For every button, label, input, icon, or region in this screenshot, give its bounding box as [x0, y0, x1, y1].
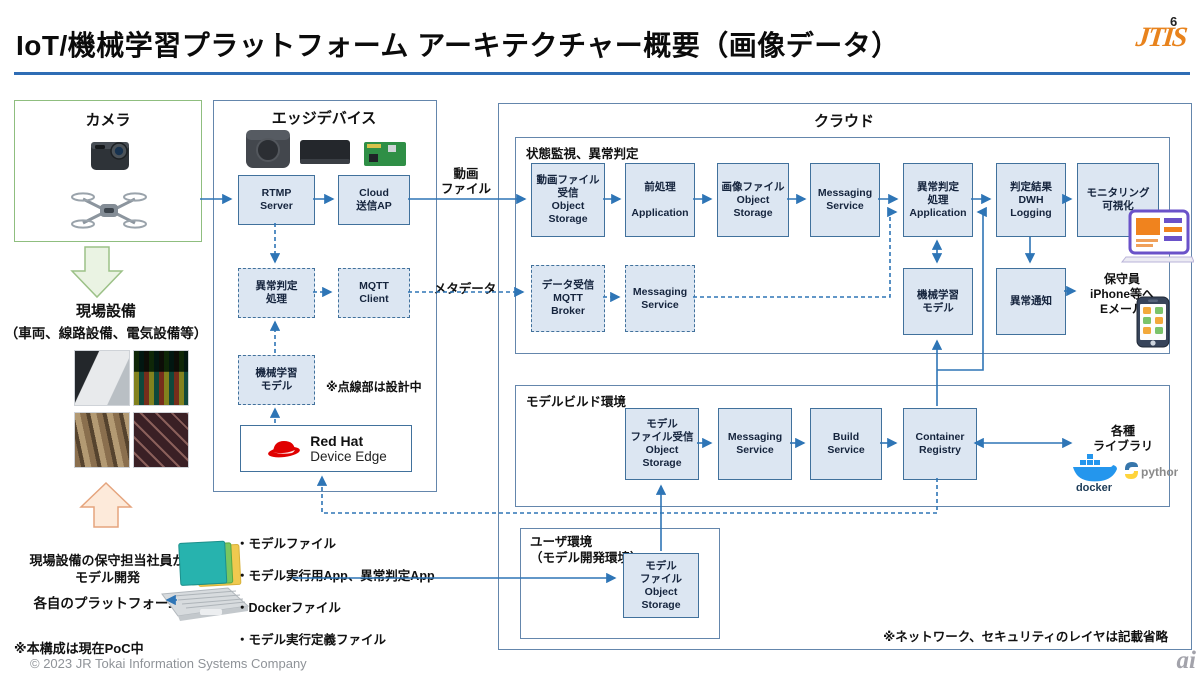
deliverable-item: ・モデル実行定義ファイル	[236, 633, 387, 647]
platform-note: 各自のプラットフォーム	[33, 596, 182, 611]
redhat-logo-icon	[268, 440, 301, 457]
field-title: 現場設備	[75, 303, 136, 320]
container-registry-box: Container Registry	[903, 408, 977, 480]
docker-logo-text: docker	[1076, 482, 1113, 492]
page-title: IoT/機械学習プラットフォーム アーキテクチャー概要（画像データ）	[16, 30, 900, 61]
photo-depot-tracks	[74, 412, 130, 468]
photo-shinkansen	[74, 350, 130, 406]
camera-panel-title: カメラ	[85, 112, 131, 129]
maintenance-phone-icon	[1136, 296, 1170, 348]
model-file-storage-box: モデル ファイル Object Storage	[623, 553, 699, 618]
ai-watermark: ai	[1176, 647, 1196, 674]
build-messaging-box: Messaging Service	[718, 408, 792, 480]
title-underline	[14, 72, 1190, 75]
anomaly-notify-box: 異常通知	[996, 268, 1066, 335]
python-logo-icon: python	[1125, 462, 1178, 479]
mini-pc-device	[300, 140, 350, 164]
edge-device-title: エッジデバイス	[271, 110, 377, 127]
result-dwh-box: 判定結果 DWH Logging	[996, 163, 1066, 237]
field-up-arrow	[79, 481, 133, 528]
dashboard-monitor-icon	[1120, 209, 1194, 263]
user-section	[520, 528, 720, 639]
page-number: 6	[1170, 14, 1178, 29]
video-recv-storage-box: 動画ファイル 受信 Object Storage	[531, 163, 605, 237]
cloud-send-ap-box: Cloud 送信AP	[338, 175, 410, 225]
email-note: 保守員 iPhone等へ Eメール	[1089, 272, 1154, 316]
cloud-title: クラウド	[813, 113, 874, 130]
redhat-product: Device Edge	[310, 448, 387, 464]
jtis-logo: JTIS	[1134, 22, 1188, 53]
metadata-flow-label: メタデータ	[433, 282, 497, 296]
action-camera-icon	[91, 142, 129, 170]
edge-anomaly-box: 異常判定 処理	[238, 268, 315, 318]
cloud-messaging2-box: Messaging Service	[625, 265, 695, 332]
developer-laptop-icon	[161, 540, 250, 621]
field-down-arrow	[70, 246, 124, 299]
edge-hardware-icons	[246, 130, 406, 168]
camera-panel: カメラ	[14, 100, 202, 242]
network-note: ※ネットワーク、セキュリティのレイヤは記載省略	[883, 630, 1168, 644]
edge-ml-model-box: 機械学習 モデル	[238, 355, 315, 405]
maintainer-note: 現場設備の保守担当社員が モデル開発	[29, 553, 186, 585]
deliverable-item: ・モデルファイル	[236, 537, 337, 551]
cloud-ml-model-box: 機械学習 モデル	[903, 268, 973, 335]
libs-note: 各種 ライブラリ	[1092, 424, 1153, 453]
user-section-title: ユーザ環境 （モデル開発環境）	[530, 535, 643, 565]
photo-station	[133, 350, 189, 406]
video-file-flow-label: 動画 ファイル	[440, 167, 491, 196]
rtmp-server-box: RTMP Server	[238, 175, 315, 225]
deliverable-item: ・モデル実行用App、異常判定App	[236, 569, 435, 583]
docker-logo-icon: docker	[1073, 454, 1117, 492]
field-subtitle: （車両、線路設備、電気設備等）	[4, 326, 208, 341]
python-logo-text: python	[1141, 465, 1178, 479]
deliverables-list: ・モデルファイル ・モデル実行用App、異常判定App ・Dockerファイル …	[236, 520, 435, 664]
image-file-storage-box: 画像ファイル Object Storage	[717, 163, 789, 237]
preprocess-app-box: 前処理 Application	[625, 163, 695, 237]
mqtt-client-box: MQTT Client	[338, 268, 410, 318]
messaging-service-box: Messaging Service	[810, 163, 880, 237]
poc-note: ※本構成は現在PoC中	[14, 641, 144, 656]
copyright: © 2023 JR Tokai Information Systems Comp…	[30, 656, 307, 671]
build-section-title: モデルビルド環境	[526, 395, 627, 409]
build-service-box: Build Service	[810, 408, 882, 480]
monitor-section-title: 状態監視、異常判定	[526, 147, 639, 161]
design-note: ※点線部は設計中	[326, 380, 422, 394]
drone-icon	[71, 192, 147, 229]
cloud-panel	[498, 103, 1192, 650]
redhat-device-edge-box: Red Hat Device Edge	[240, 425, 412, 472]
redhat-brand: Red Hat	[310, 432, 364, 449]
photo-maintenance-work	[133, 412, 189, 468]
mqtt-broker-box: データ受信 MQTT Broker	[531, 265, 605, 332]
deliverable-item: ・Dockerファイル	[236, 601, 341, 615]
anomaly-app-box: 異常判定 処理 Application	[903, 163, 973, 237]
model-recv-storage-box: モデル ファイル受信 Object Storage	[625, 408, 699, 480]
